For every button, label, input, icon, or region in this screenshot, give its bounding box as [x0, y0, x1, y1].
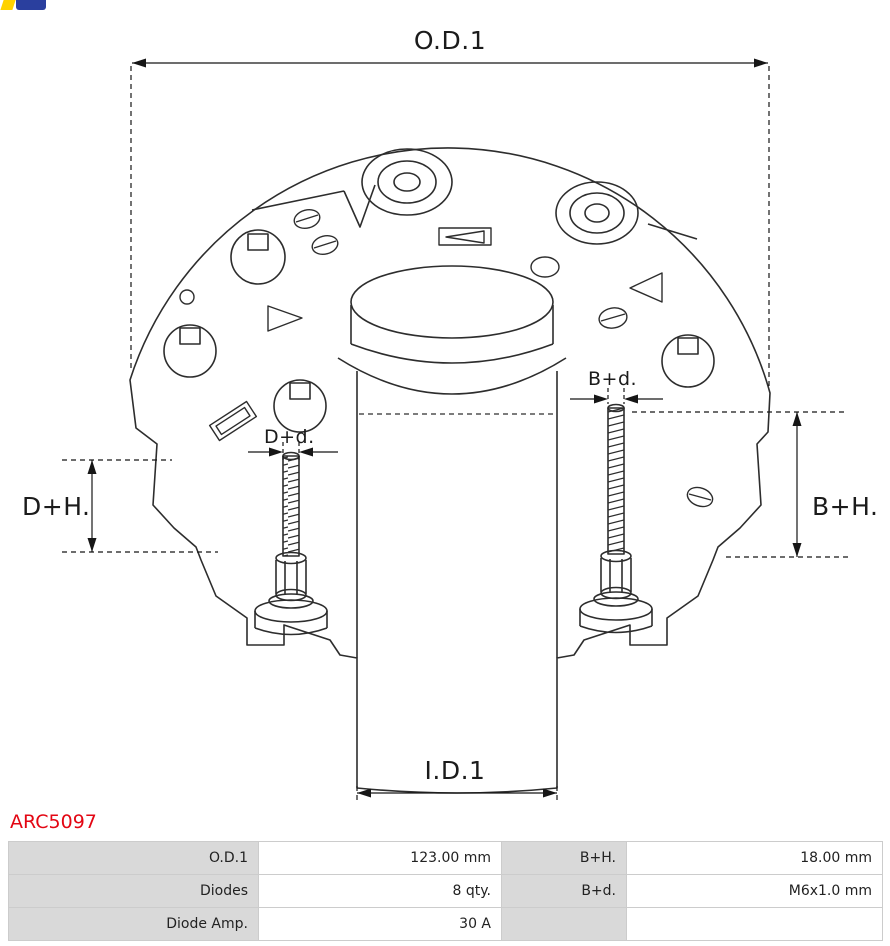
mounting-hole-left	[361, 148, 453, 216]
dimension-dd	[248, 442, 338, 460]
plate-seam-left	[251, 184, 376, 228]
spec-label: B+d.	[501, 874, 627, 908]
diode	[661, 334, 715, 388]
diode	[163, 324, 217, 378]
spec-value: M6x1.0 mm	[626, 874, 883, 908]
diode	[273, 379, 327, 433]
dimension-label-d-plus-h: D+H.	[22, 492, 91, 521]
spec-label: B+H.	[501, 841, 627, 875]
dimension-bd	[570, 388, 663, 404]
stud-right	[579, 403, 653, 634]
dimension-lines	[62, 58, 848, 802]
part-number: ARC5097	[10, 811, 97, 833]
dimension-od1	[130, 58, 770, 388]
table-row: Diodes 8 qty. B+d. M6x1.0 mm	[8, 874, 883, 908]
spec-label: Diodes	[8, 874, 259, 908]
dimension-label-d-plus-d: D+d.	[264, 426, 315, 448]
table-row: Diode Amp. 30 A	[8, 907, 883, 941]
table-row: O.D.1 123.00 mm B+H. 18.00 mm	[8, 841, 883, 875]
spec-value	[626, 907, 883, 941]
stamped-arrow	[267, 272, 663, 332]
specs-table: O.D.1 123.00 mm B+H. 18.00 mm Diodes 8 q…	[8, 841, 883, 941]
dimension-label-b-plus-d: B+d.	[588, 368, 638, 390]
dimension-id1	[356, 786, 558, 802]
dimension-bh	[632, 411, 848, 558]
rect-slot	[208, 227, 492, 442]
technical-drawing	[62, 58, 848, 802]
spec-value: 123.00 mm	[258, 841, 502, 875]
mounting-hole-right	[555, 181, 639, 245]
logo-blue-shape	[16, 0, 46, 10]
stud-left	[254, 451, 328, 636]
dimension-dh	[62, 459, 218, 553]
spec-label: O.D.1	[8, 841, 259, 875]
screw-slot	[179, 208, 714, 508]
dimension-label-b-plus-h: B+H.	[812, 492, 879, 521]
spec-label: Diode Amp.	[8, 907, 259, 941]
spec-value: 8 qty.	[258, 874, 502, 908]
rectifier-body	[129, 147, 771, 794]
spec-label	[501, 907, 627, 941]
aspl-logo-fragment-icon	[0, 0, 48, 11]
dimension-label-od1: O.D.1	[413, 26, 487, 55]
spec-value: 30 A	[258, 907, 502, 941]
diode	[230, 229, 286, 285]
spec-value: 18.00 mm	[626, 841, 883, 875]
plate-seam-right	[647, 223, 698, 240]
dimension-label-id1: I.D.1	[424, 756, 486, 785]
center-collar	[337, 265, 567, 395]
outer-outline	[129, 147, 771, 794]
bore-tube	[356, 371, 558, 658]
